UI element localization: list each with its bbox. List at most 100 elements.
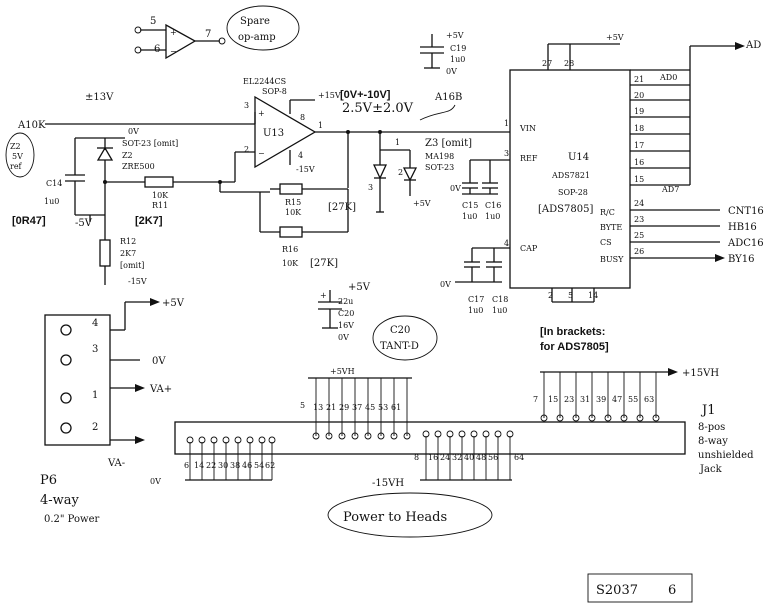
u14-pin-2: 2 (548, 291, 553, 300)
neg5v-node: -5V [0R47] [2K7] (12, 215, 163, 229)
p6-net-vaplus: VA+ (149, 384, 172, 395)
p6-pin-2: 2 (92, 422, 98, 433)
j1-pin-16: 16 (428, 453, 438, 462)
c20-capacitor: + +5V 22u C20 16V 0V C20 TANT-D (318, 282, 438, 361)
annotation-range: [0V+-10V] (340, 89, 391, 101)
c16-ref: C16 (485, 201, 501, 210)
c14-value: 1u0 (44, 197, 59, 206)
c18-ref: C18 (492, 295, 508, 304)
sheet-id-box (587, 573, 693, 603)
p6-desc-1: 4-way (40, 493, 80, 508)
p6-ref: P6 (40, 473, 57, 488)
u14-pin-5: 5 (568, 291, 573, 300)
p6-connector: 4 3 1 2 +5V 0V VA+ VA- P6 4-way 0.2" Pow… (40, 298, 185, 525)
z3-pin1: 1 (395, 138, 400, 147)
annotation-2k7: [2K7] (135, 215, 163, 227)
u14-pin-15: 15 (634, 175, 644, 184)
j1-ref: J1 (700, 403, 715, 418)
u14-pin-14: 14 (588, 291, 598, 300)
j1-pin-45: 45 (365, 403, 375, 412)
c19-ref: C19 (450, 44, 466, 53)
svg-text:+: + (258, 109, 265, 118)
z2-part: ZRE500 (122, 162, 155, 171)
j1-gnd: 0V (150, 477, 161, 486)
sheet-number: 6 (668, 583, 676, 598)
j1-pin-37: 37 (352, 403, 362, 412)
j1-pin-15: 15 (548, 395, 558, 404)
j1-top-right-pins: 7 15 23 31 39 47 55 63 (533, 372, 660, 422)
ad-bus-label: AD (745, 40, 761, 51)
p6-body (44, 314, 111, 446)
j1-pin-29: 29 (339, 403, 349, 412)
sheet-id: S2037 (596, 583, 638, 598)
r15-ref: R15 (285, 198, 301, 207)
c20-gnd: 0V (338, 333, 349, 342)
j1-pin-39: 39 (596, 395, 606, 404)
annotation-0r47: [0R47] (12, 215, 46, 227)
j1-pin-23: 23 (564, 395, 574, 404)
c19-capacitor: +5V C19 1u0 0V (420, 31, 466, 76)
p6-pin-3: 3 (92, 344, 98, 355)
j1-pin-31: 31 (580, 395, 590, 404)
u14-alt: [ADS7805] (538, 204, 593, 215)
z3-pin2: 2 (398, 168, 403, 177)
control-outputs: CNT16 HB16 ADC16 BY16 (630, 206, 764, 265)
r12-supply: -15V (128, 277, 147, 286)
u14-power-top: +5V 27 28 (542, 33, 624, 70)
u14-pin-18: 18 (634, 124, 644, 133)
z3-pin3: 3 (368, 183, 373, 192)
j1-pin-54: 54 (254, 461, 264, 470)
j1-pin-5: 5 (300, 401, 305, 410)
r12-value: 2K7 (120, 249, 136, 258)
c14-capacitor: C14 1u0 (44, 137, 105, 216)
r12-ref: R12 (120, 237, 136, 246)
j1-plus15vh: +15VH (682, 368, 719, 379)
u14-pin-26: 26 (634, 247, 644, 256)
u14-pin-17: 17 (634, 141, 644, 150)
j1-pin-48: 48 (476, 453, 486, 462)
spare-opamp-label-2: op-amp (238, 32, 276, 43)
c20-note-1: C20 (390, 325, 410, 336)
u14-signal-byte: BYTE (600, 223, 622, 232)
spare-opamp-bubble (226, 5, 300, 51)
u14-pin-19: 19 (634, 107, 644, 116)
spare-opamp: 5 6 7 + − Spare op-amp (134, 5, 300, 60)
u14-plus5v-label: +5V (606, 33, 624, 42)
j1-pin-56: 56 (488, 453, 498, 462)
c17-value: 1u0 (468, 306, 483, 315)
j1-pin-7: 7 (533, 395, 538, 404)
j1-pin-38: 38 (230, 461, 240, 470)
u14-signal-cs: CS (600, 238, 612, 247)
spare-opamp-pin7: 7 (205, 29, 211, 40)
z2-name: Z2 (10, 142, 21, 151)
u14-pin-cap: 4 (504, 239, 509, 248)
j1-desc-2: 8-way (698, 436, 728, 447)
ad-bus: AD AD0 AD7 (630, 40, 761, 194)
u14-pin27: 27 (542, 59, 552, 68)
spare-opamp-pin5: 5 (150, 16, 156, 27)
j1-pin-6: 6 (184, 461, 189, 470)
c16-value: 1u0 (485, 212, 500, 221)
u13-package: SOP-8 (262, 87, 287, 96)
u13-part: EL2244CS (243, 77, 286, 86)
svg-text:−: − (170, 47, 177, 56)
u14-pin-ref: 3 (504, 149, 509, 158)
j1-pin-21: 21 (326, 403, 336, 412)
z3-clamp: Z3 [omit] MA198 SOT-23 3 1 2 +5V 0V (368, 132, 472, 213)
z2-supply: 0V (128, 127, 139, 136)
u14-adc: U14 ADS7821 SOP-28 [ADS7805] VIN REF CAP… (504, 69, 644, 303)
j1-pin-8: 8 (414, 453, 419, 462)
z2-type: ref (10, 162, 23, 171)
u13-ref: U13 (263, 128, 284, 139)
annotation-brackets-2: for ADS7805] (540, 341, 609, 353)
svg-text:+: + (170, 28, 177, 37)
j1-pin-40: 40 (464, 453, 474, 462)
r15-body (279, 183, 303, 195)
j1-pin-13: 13 (313, 403, 323, 412)
u14-pin-25: 25 (634, 231, 644, 240)
u13-pin1: 1 (318, 121, 323, 130)
z3-ref: Z3 [omit] (425, 138, 472, 149)
bus-ad7-label: AD7 (661, 185, 679, 194)
z2-reference: Z2 5V ref 0V SOT-23 [omit] Z2 ZRE500 (5, 127, 178, 215)
u13-pin2: 2 (244, 145, 249, 154)
